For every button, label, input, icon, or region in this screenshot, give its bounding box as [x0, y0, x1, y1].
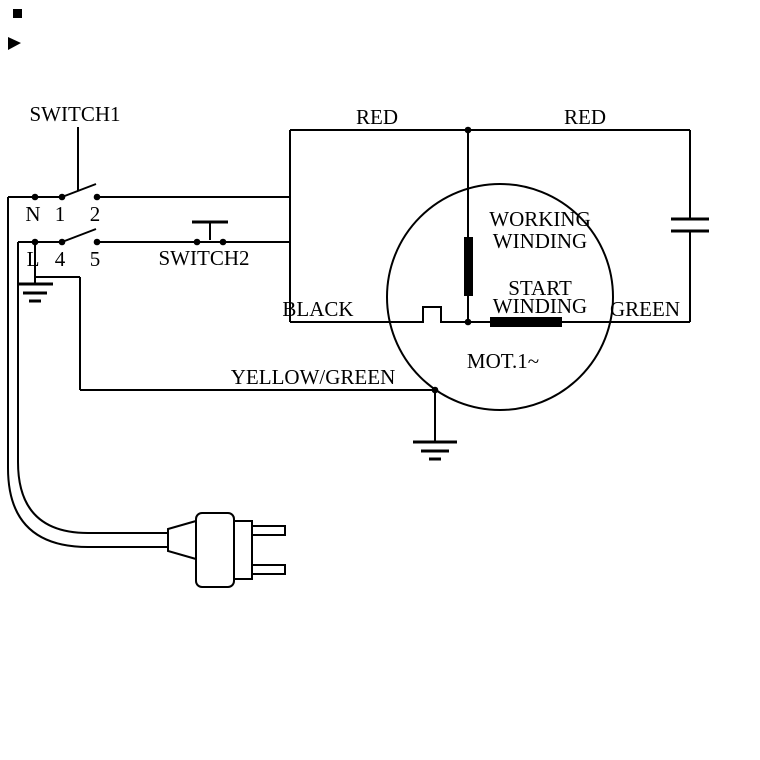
capacitor: [671, 130, 709, 322]
mains-cable-outer: [7, 197, 168, 548]
label-start-winding-2: WINDING: [493, 294, 587, 318]
plug-pin-top: [251, 525, 286, 536]
label-switch1: SWITCH1: [30, 102, 121, 126]
label-terminal-4: 4: [55, 247, 66, 271]
label-terminal-5: 5: [90, 247, 101, 271]
start-winding-bar: [490, 317, 562, 327]
label-working-winding-1: WORKING: [489, 207, 590, 231]
contact-5: [93, 238, 101, 246]
switch1-pole-n: [8, 183, 290, 201]
motor: [290, 130, 690, 411]
label-working-winding-2: WINDING: [493, 229, 587, 253]
switch-blade: [61, 228, 97, 243]
contact-2: [93, 193, 101, 201]
scan-artifacts: [8, 9, 22, 50]
label-terminal-n: N: [25, 202, 40, 226]
mains-cable-inner: [17, 242, 168, 534]
label-motor: MOT.1~: [467, 349, 539, 373]
label-terminal-l: L: [27, 247, 40, 271]
contact-4: [58, 238, 66, 246]
switch2-contact-right: [219, 238, 227, 246]
label-terminal-1: 1: [55, 202, 66, 226]
label-red-left: RED: [356, 105, 398, 129]
switch2: [192, 220, 228, 246]
label-black: BLACK: [282, 297, 353, 321]
junction-dot: [464, 318, 472, 326]
switch2-contact-left: [193, 238, 201, 246]
earth-symbol-motor: [413, 386, 457, 461]
plug-cable-grip: [167, 519, 197, 561]
label-switch2: SWITCH2: [159, 246, 250, 270]
label-terminal-2: 2: [90, 202, 101, 226]
mains-plug-and-cable: [7, 197, 286, 588]
switch1-pole-l: [18, 228, 290, 246]
label-red-right: RED: [564, 105, 606, 129]
plug-body: [195, 512, 235, 588]
artifact-square: [13, 9, 22, 18]
label-green: GREEN: [610, 297, 680, 321]
label-start-winding-1: START: [508, 276, 572, 300]
contact-n: [31, 193, 39, 201]
artifact-triangle: [8, 37, 21, 50]
earth-symbol-left: [17, 242, 81, 390]
plug-pin-bottom: [251, 564, 286, 575]
plug-face: [233, 520, 253, 580]
motor-circle: [386, 183, 614, 411]
contact-1: [58, 193, 66, 201]
black-wire-and-protector: [290, 306, 490, 323]
label-yellow-green: YELLOW/GREEN: [231, 365, 395, 389]
working-winding-bar: [464, 237, 473, 296]
earth-branch-wire: [35, 276, 81, 390]
